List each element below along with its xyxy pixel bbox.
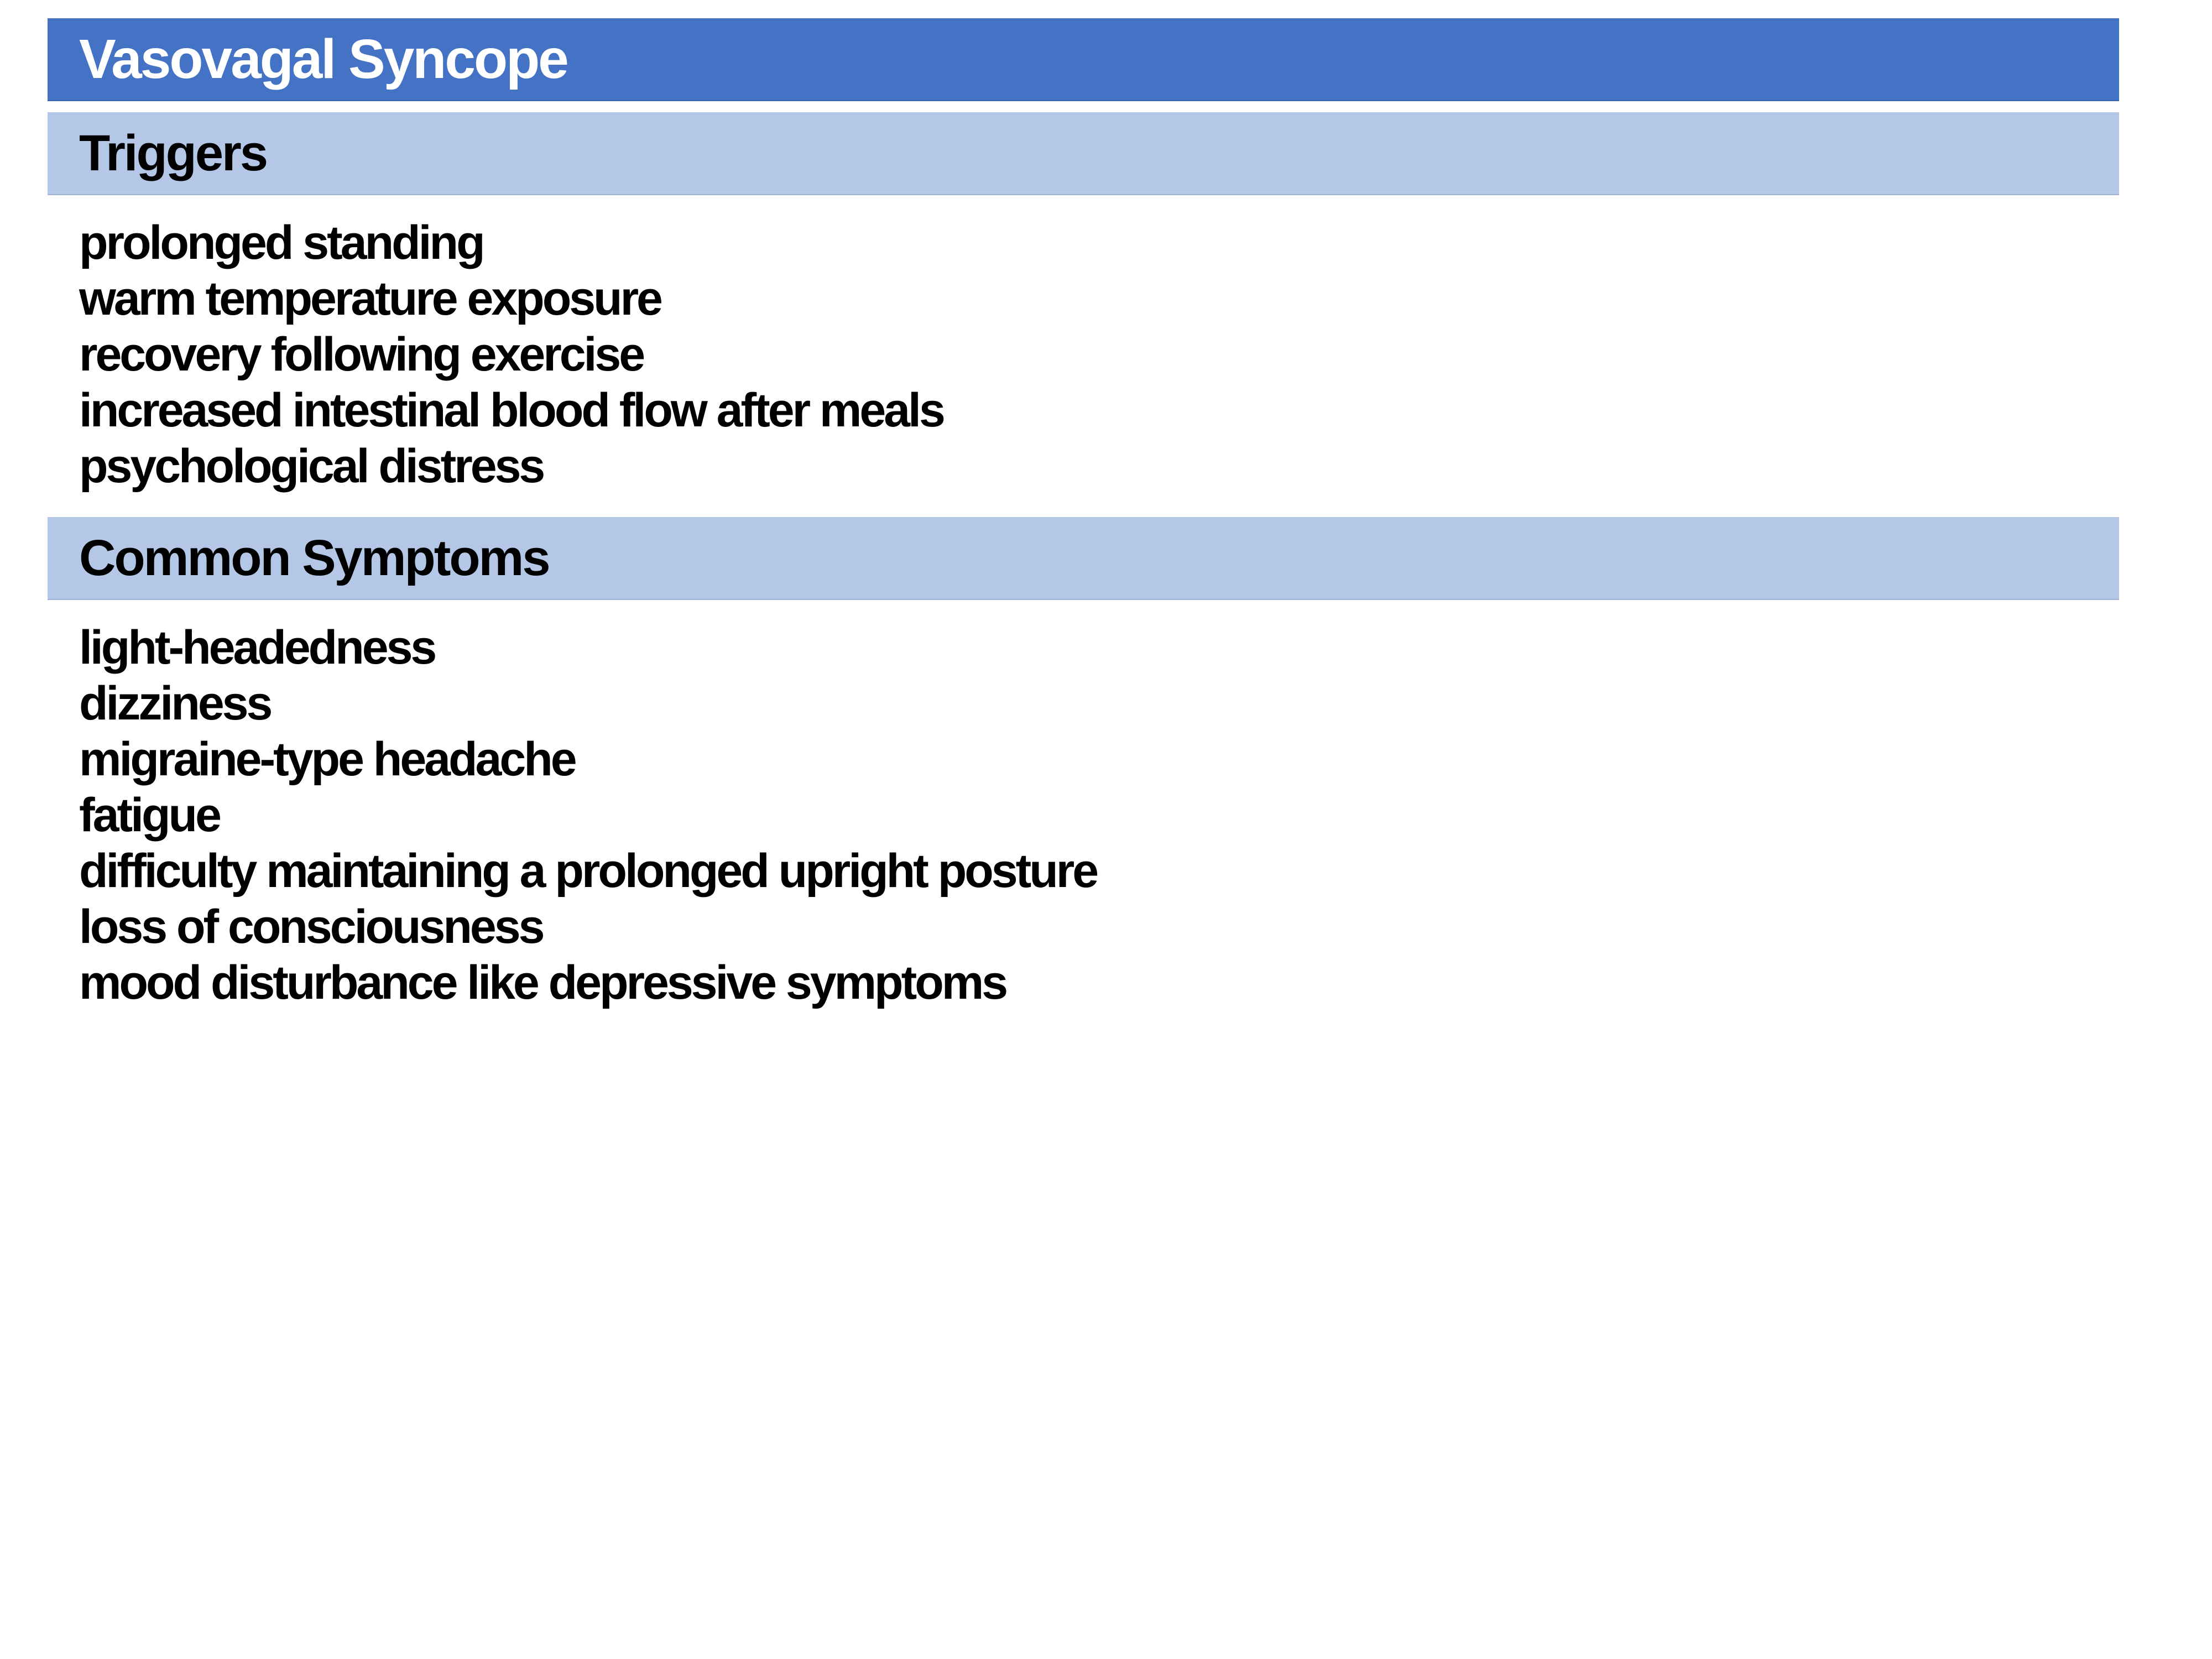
section-header-triggers: Triggers bbox=[48, 112, 2119, 195]
list-item: migraine-type headache bbox=[79, 733, 577, 786]
section-common-symptoms: Common Symptoms light-headedness dizzine… bbox=[48, 517, 2119, 1034]
list-item: difficulty maintaining a prolonged uprig… bbox=[79, 844, 1099, 898]
section-triggers: Triggers prolonged standing warm tempera… bbox=[48, 112, 2119, 517]
triggers-list: prolonged standing warm temperature expo… bbox=[48, 195, 2119, 517]
section-heading: Triggers bbox=[79, 124, 268, 181]
list-item: prolonged standing bbox=[79, 216, 486, 269]
syncope-reference-card: Vasovagal Syncope Triggers prolonged sta… bbox=[48, 18, 2119, 1034]
list-item: fatigue bbox=[79, 789, 222, 842]
list-item: psychological distress bbox=[79, 440, 545, 493]
title-bar: Vasovagal Syncope bbox=[48, 18, 2119, 101]
list-item: mood disturbance like depressive symptom… bbox=[79, 956, 1008, 1009]
list-item: light-headedness bbox=[79, 621, 437, 674]
section-header-common-symptoms: Common Symptoms bbox=[48, 517, 2119, 600]
list-item: loss of consciousness bbox=[79, 900, 545, 953]
section-heading: Common Symptoms bbox=[79, 529, 551, 586]
list-item: increased intestinal blood flow after me… bbox=[79, 384, 946, 437]
row-gap bbox=[48, 101, 2119, 112]
common-symptoms-list: light-headedness dizziness migraine-type… bbox=[48, 600, 2119, 1034]
page-title: Vasovagal Syncope bbox=[79, 28, 569, 90]
list-item: recovery following exercise bbox=[79, 328, 645, 381]
list-item: warm temperature exposure bbox=[79, 272, 663, 325]
list-item: dizziness bbox=[79, 677, 273, 730]
